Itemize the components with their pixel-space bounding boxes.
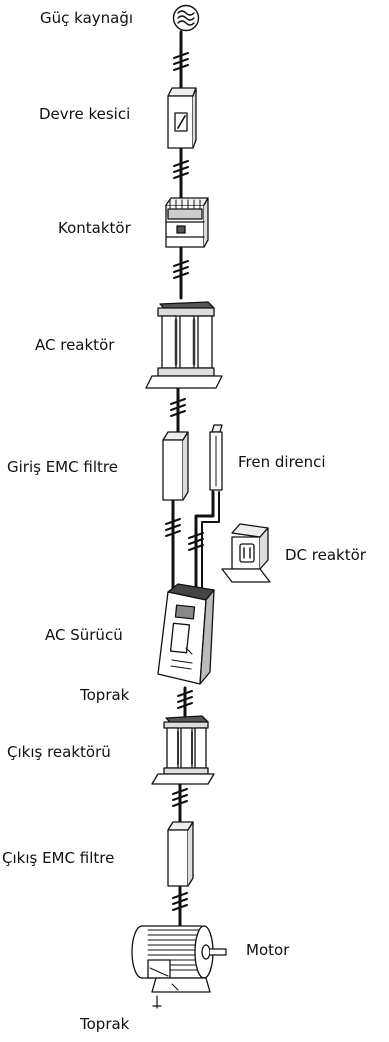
motor-icon <box>131 925 227 993</box>
wire-breaker-to-contactor <box>173 146 189 200</box>
label-power-supply: Güç kaynağı <box>40 9 134 27</box>
ac-drive-icon <box>157 583 215 685</box>
dc-reactor-icon <box>221 523 271 583</box>
contactor-icon <box>165 197 209 248</box>
wire-emc-to-motor <box>172 884 188 927</box>
power-source-icon <box>172 4 200 32</box>
wire-power-to-breaker <box>173 30 189 90</box>
circuit-breaker-icon <box>167 87 197 149</box>
wire-output-reactor-to-emc <box>172 780 188 824</box>
input-emc-filter-icon <box>162 431 189 501</box>
label-ground-motor: Toprak <box>80 1015 130 1033</box>
label-ground-drive: Toprak <box>80 686 130 704</box>
output-emc-filter-icon <box>167 821 194 887</box>
label-input-emc-filter: Giriş EMC filtre <box>7 458 118 476</box>
output-reactor-icon <box>151 715 215 785</box>
wire-contactor-to-reactor <box>173 246 189 300</box>
wire-emc-to-drive <box>165 498 181 590</box>
label-output-emc-filter: Çıkış EMC filtre <box>2 849 115 867</box>
label-contactor: Kontaktör <box>58 219 131 237</box>
label-output-reactor: Çıkış reaktörü <box>7 743 111 761</box>
label-brake-resistor: Fren direnci <box>238 453 326 471</box>
label-ac-reactor: AC reaktör <box>35 336 115 354</box>
brake-resistor-icon <box>209 424 223 491</box>
ac-reactor-icon <box>145 301 223 389</box>
wire-reactor-to-emc <box>170 386 186 434</box>
wire-brake-to-drive <box>188 490 220 592</box>
label-circuit-breaker: Devre kesici <box>39 105 131 123</box>
ground-symbol-icon <box>152 995 162 1009</box>
wire-drive-to-output-reactor <box>177 686 193 718</box>
label-dc-reactor: DC reaktör <box>285 546 366 564</box>
label-ac-drive: AC Sürücü <box>45 626 123 644</box>
label-motor: Motor <box>246 941 290 959</box>
